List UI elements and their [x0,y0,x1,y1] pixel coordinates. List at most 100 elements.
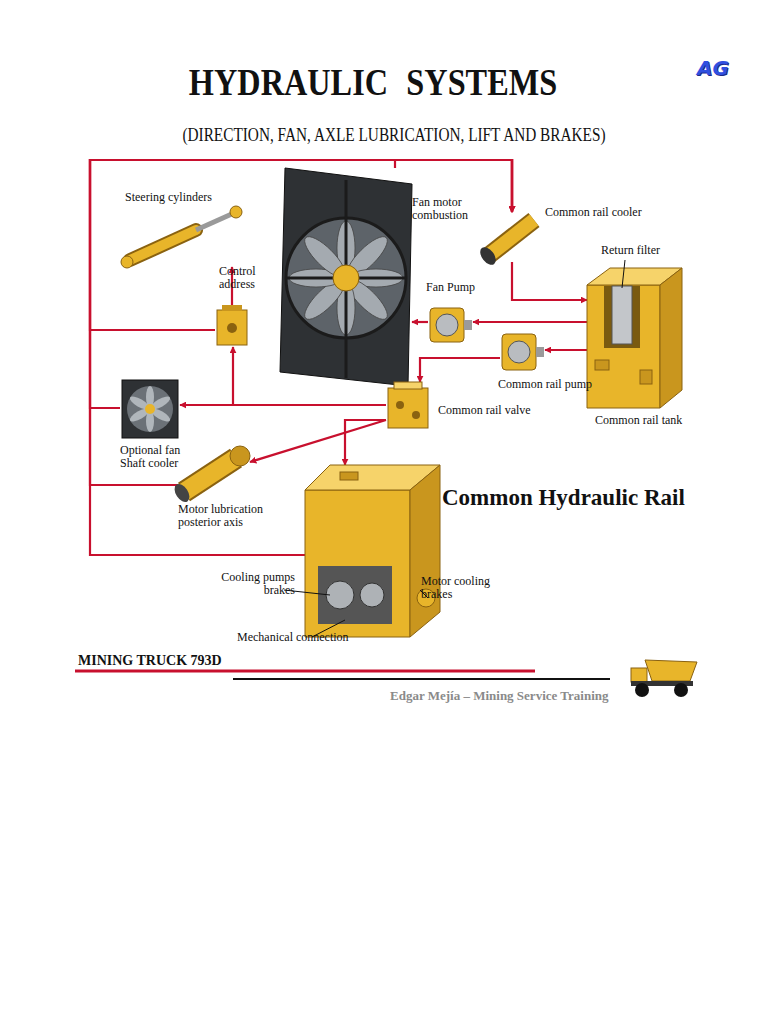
cooler-art-part [488,220,534,256]
fan-radiator-art [280,168,412,386]
rail-valve-art-part [388,388,428,428]
component-label: Common rail pump [498,378,598,391]
fan-radiator-art-part [333,265,359,291]
control-valve-art-part [222,305,242,311]
tank-art-part [622,260,625,288]
component-box: Cooling pumps brakesMotor cooling brakes… [305,465,440,637]
control-valve-art-part [217,310,247,345]
section-heading: Common Hydraulic Rail [442,484,685,512]
truck-icon [631,660,697,697]
brake-block-art-part [305,490,410,637]
fan-pump-art-part [436,314,458,336]
logo-mark: AG [697,56,729,80]
steering-cylinder-art [121,206,242,268]
tank-art [587,260,682,408]
truck-icon-part [674,683,688,697]
control-valve-art-part [227,323,237,333]
brake-block-art-part [326,581,354,609]
rail-valve-art-part [396,401,404,409]
fan-pump-art-part [464,320,472,330]
hydraulic-line [180,404,386,406]
steering-cylinder-art-part [130,230,196,260]
cooler-art-part [477,244,499,267]
tank-art-part [595,360,609,370]
component-label: Mechanical connection [237,631,367,644]
footer-credit: Edgar Mejía – Mining Service Training [390,688,608,704]
truck-icon-part [635,683,649,697]
steering-cylinder-art-part [121,256,133,268]
component-label: Common rail cooler [545,206,655,219]
hydraulic-line [473,321,587,323]
footer-rules-part [75,670,535,673]
tank-art-part [612,286,632,344]
control-valve-art [217,305,247,345]
component-box: Motor lubrication posterior axis [178,446,250,498]
tank-art-part [640,370,652,384]
component-label: Steering cylinders [125,191,245,204]
fan-pump-art [430,308,472,342]
component-label: Common rail valve [438,404,548,417]
truck-icon-part [645,660,697,681]
brake-block-art-part [360,583,384,607]
optional-fan-art [122,380,178,438]
brake-block-art-part [410,465,440,637]
component-box: Return filterCommon rail tank [587,268,682,408]
steering-cylinder-art-part [230,206,242,218]
component-box: Control address [215,305,250,347]
tank-art-part [587,285,660,408]
tank-art-part [660,268,682,408]
fan-radiator-art-part [280,168,412,386]
footer-title: MINING TRUCK 793D [78,652,222,669]
rail-pump-art-part [536,347,544,357]
component-box: Steering cylinders [120,205,242,267]
brake-block-art [284,465,440,637]
component-box: Optional fan Shaft cooler [120,378,180,440]
hydraulic-line [512,262,587,300]
optional-fan-art-part [145,404,155,414]
lube-motor-art-part [172,481,193,504]
steering-cylinder-art-part [196,213,234,230]
hydraulic-line [412,321,428,323]
lube-motor-art-part [184,458,236,492]
component-label: Optional fan Shaft cooler [120,444,192,470]
tank-art-part [604,286,640,348]
component-label: Motor cooling brakes [421,575,493,601]
hydraulic-line [250,420,386,462]
component-box: Common rail valve [386,382,430,430]
hydraulic-line [420,358,500,382]
component-box: Fan Pump [428,303,473,345]
component-label: Cooling pumps brakes [205,571,295,597]
truck-icon-part [631,668,647,682]
rail-valve-art [388,382,428,428]
component-label: Return filter [601,244,681,257]
optional-fan-art-part [127,386,173,432]
cooler-art [477,220,534,268]
rail-pump-art-part [502,334,536,370]
brake-block-art-part [340,472,358,480]
rail-valve-art-part [412,411,420,419]
rail-pump-art [502,334,544,370]
lube-motor-art [172,446,250,505]
component-box: Common rail cooler [482,212,540,262]
lube-motor-art-part [230,446,250,466]
diagram-title: HYDRAULIC SYSTEMS [56,60,690,104]
component-box: Fan motor combustion [280,168,412,386]
component-label: Common rail tank [595,414,695,427]
component-label: Control address [219,265,269,291]
rail-pump-art-part [508,341,530,363]
fan-pump-art-part [430,308,464,342]
hydraulic-line [345,420,386,465]
component-label: Motor lubrication posterior axis [178,503,278,529]
footer-rules-part [233,678,610,680]
lube-motor-art-part [184,458,236,492]
optional-fan-art-part [128,386,172,432]
rail-valve-art-part [394,382,422,389]
cooler-art-part [488,220,534,256]
component-box: Common rail pump [500,330,545,375]
hydraulic-line [90,160,512,485]
footer-rules [75,671,610,679]
hydraulic-line [545,349,587,351]
subtitle: (DIRECTION, FAN, AXLE LUBRICATION, LIFT … [139,124,649,146]
